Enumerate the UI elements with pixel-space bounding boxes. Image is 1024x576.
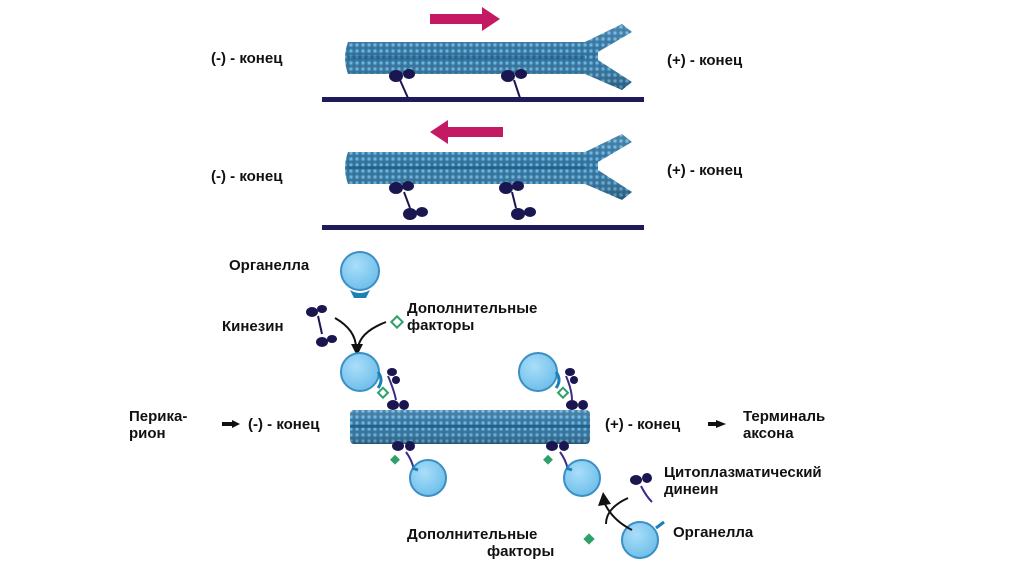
additional-factors-line: факторы	[407, 317, 475, 334]
kinesin-organelle-complex	[340, 352, 409, 410]
additional-factors-label: Дополнительные факторы	[407, 300, 537, 334]
track-2	[322, 225, 644, 230]
organelle-icon	[340, 251, 380, 298]
microtubule-1	[345, 24, 632, 90]
cytoplasmic-dynein-line: динеин	[664, 481, 719, 498]
kinesin-label: Кинезин	[222, 318, 284, 335]
dynein-organelle-complex	[543, 441, 601, 497]
axon-terminal-line: аксона	[743, 425, 794, 442]
minus-end-label: (-) - конец	[211, 168, 283, 185]
organelle-label: Органелла	[229, 257, 310, 274]
plus-end-label: (+) - конец	[605, 416, 681, 433]
organelle-icon	[621, 520, 665, 559]
axon-terminal-label: Терминаль аксона	[743, 408, 825, 442]
dynein-motor	[499, 181, 536, 220]
panel-3-transport	[222, 251, 726, 559]
organelle-label: Органелла	[673, 524, 754, 541]
merge-arrow	[605, 497, 629, 525]
minus-end-label: (-) - конец	[211, 50, 283, 67]
arrow-to-perikaryon	[222, 420, 240, 428]
kinesin-motor	[501, 69, 527, 99]
dynein-organelle-complex	[390, 441, 447, 497]
dynein-motor	[389, 181, 428, 220]
factor-icon	[583, 533, 595, 545]
factor-icon	[389, 314, 405, 330]
panel-1-kinesin-walk	[322, 7, 644, 102]
dynein-icon	[630, 473, 653, 503]
panel-2-dynein-walk	[322, 120, 644, 230]
perikaryon-line: рион	[129, 425, 166, 442]
additional-factors-line: факторы	[487, 543, 555, 560]
additional-factors-line: Дополнительные	[407, 526, 538, 543]
microtubule-3	[350, 410, 590, 444]
plus-end-label: (+) - конец	[667, 52, 743, 69]
microtubule-2	[345, 134, 632, 200]
cytoplasmic-dynein-label: Цитоплазматический динеин	[664, 464, 822, 498]
arrow-to-terminal	[708, 420, 726, 428]
perikaryon-label: Перика- рион	[129, 408, 187, 442]
kinesin-icon	[306, 305, 337, 347]
axon-terminal-line: Терминаль	[743, 408, 826, 425]
additional-factors-line: Дополнительные	[407, 300, 538, 317]
merge-arrow	[334, 317, 357, 349]
direction-arrow-right	[430, 7, 500, 31]
cytoplasmic-dynein-line: Цитоплазматический	[664, 464, 822, 481]
kinesin-motor	[389, 69, 415, 99]
plus-end-label: (+) - конец	[667, 162, 743, 179]
additional-factors-label: Дополнительные факторы	[407, 526, 554, 560]
track-1	[322, 97, 644, 102]
kinesin-organelle-complex	[518, 352, 588, 410]
direction-arrow-left	[430, 120, 503, 144]
minus-end-label: (-) - конец	[248, 416, 320, 433]
perikaryon-line: Перика-	[129, 408, 188, 425]
